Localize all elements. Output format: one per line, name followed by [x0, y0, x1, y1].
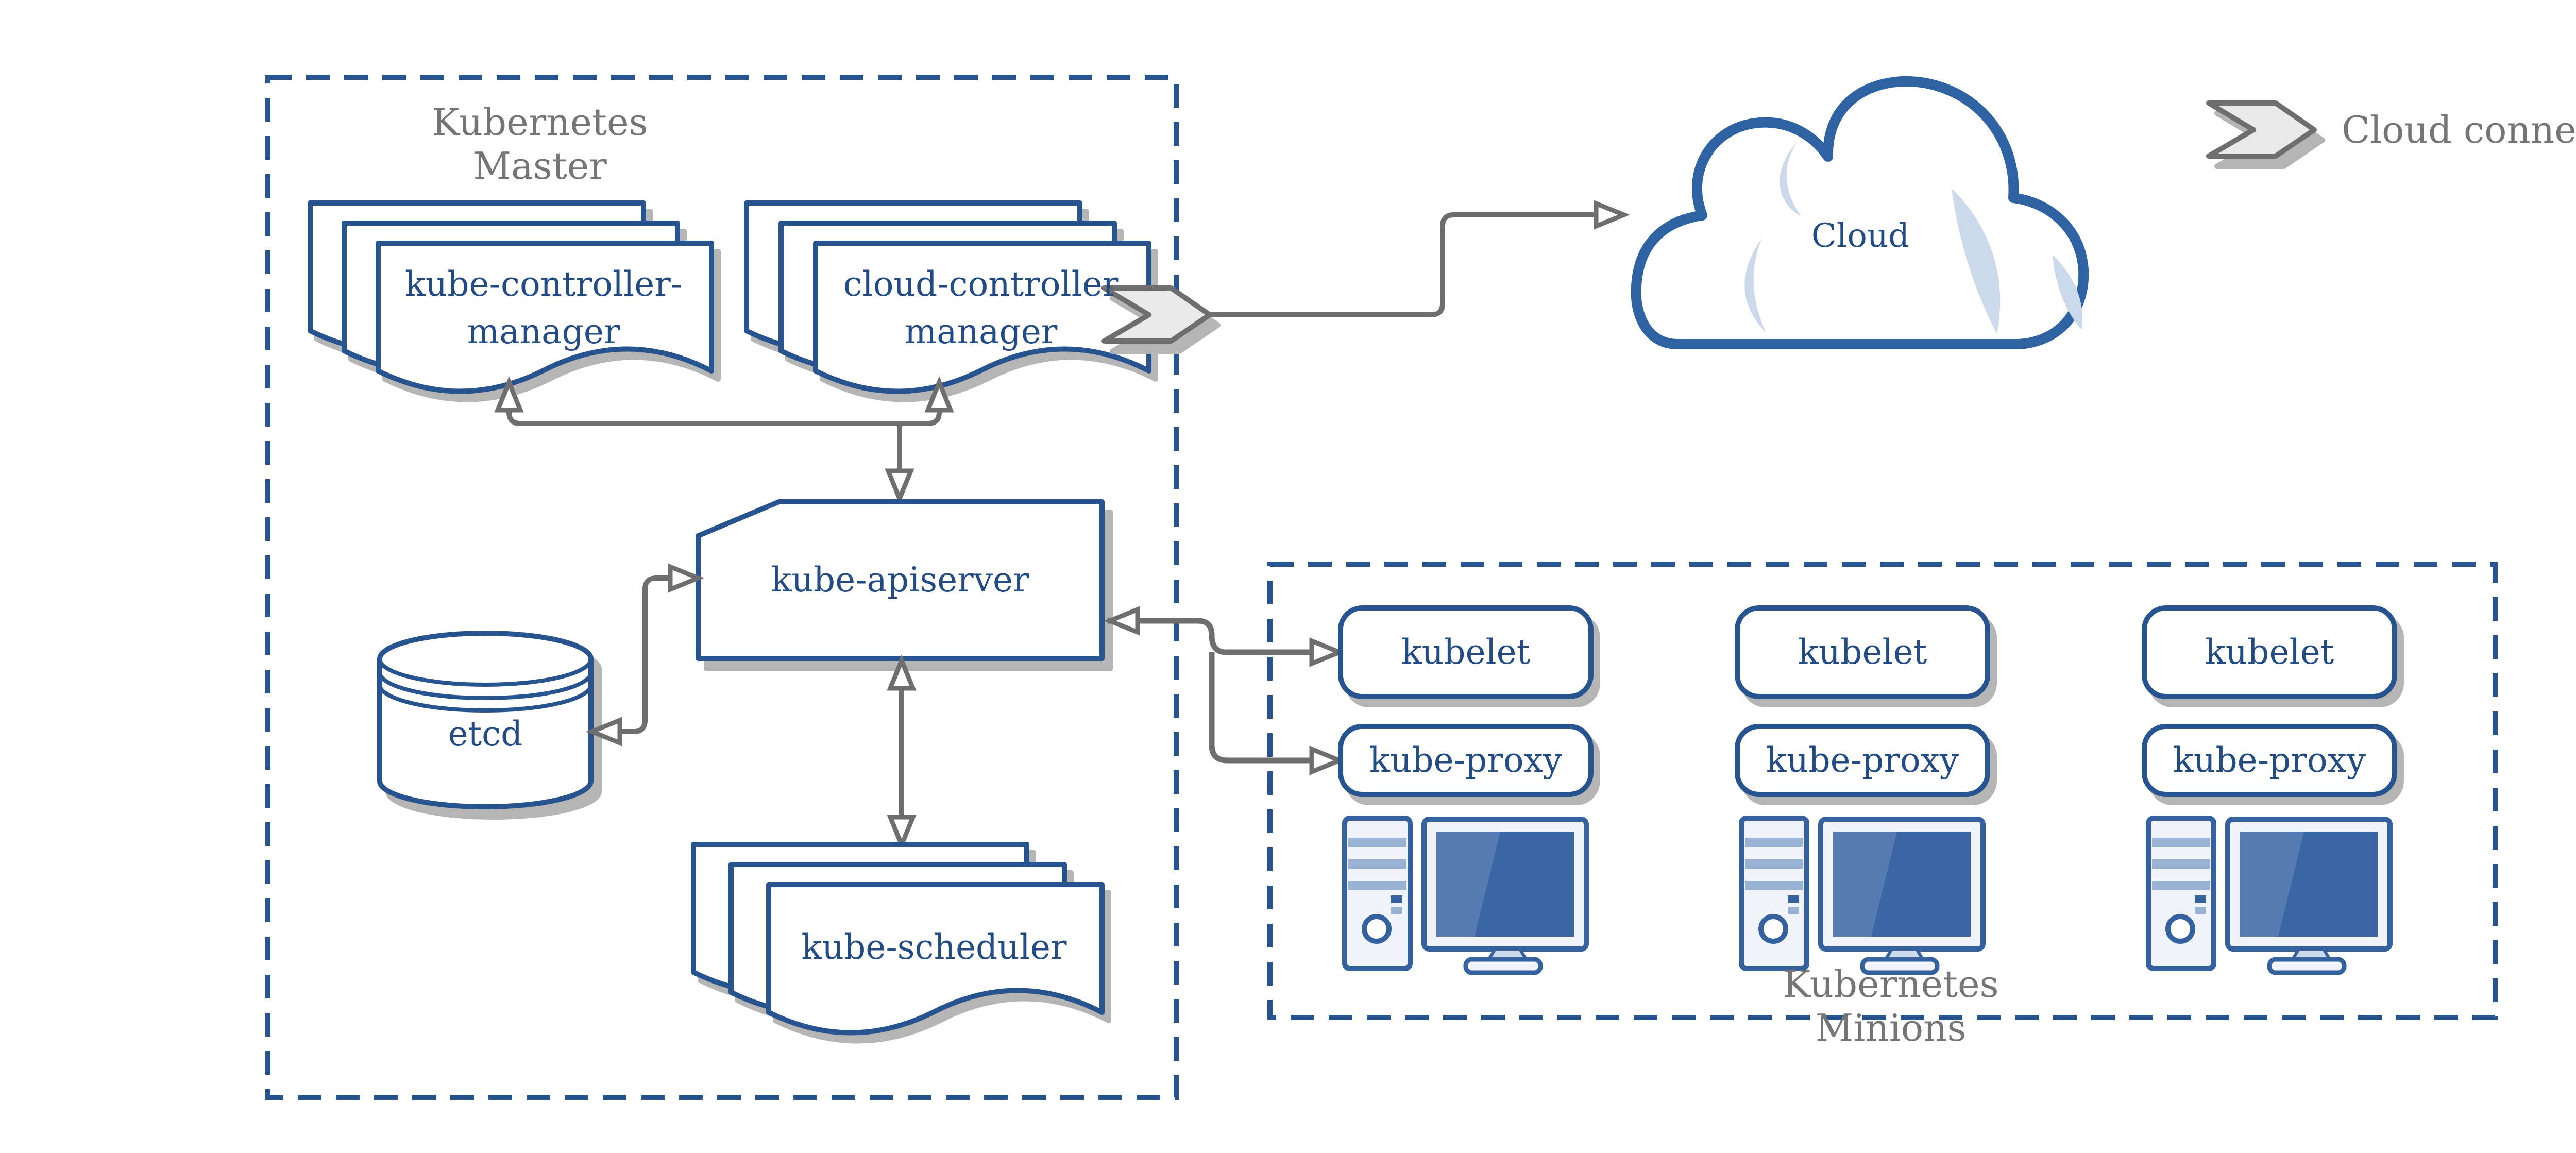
arrow-apiserver-scheduler — [890, 660, 913, 845]
legend-cloud-connector-icon — [2209, 103, 2314, 156]
kube-apiserver-label: kube-apiserver — [771, 560, 1029, 600]
kubelet-box-2 — [1735, 605, 1990, 699]
kube-proxy-box-3 — [2142, 724, 2397, 797]
minion-computer-icon-2 — [1741, 818, 1983, 973]
kubelet-box-3 — [2142, 605, 2397, 699]
kube-controller-manager-label-line1: kube-controller- — [404, 264, 683, 304]
kube-scheduler-label: kube-scheduler — [801, 927, 1067, 967]
kube-proxy-box-1 — [1338, 724, 1594, 797]
minion-node-2 — [1735, 605, 1990, 973]
cloud-controller-manager-label-line2: manager — [904, 312, 1058, 351]
kube-proxy-label-2: kube-proxy — [1766, 740, 1959, 780]
legend-cloud-connector-label: Cloud connector — [2342, 108, 2576, 151]
minion-node-1 — [1338, 605, 1594, 973]
arrow-cloud-controller-to-cloud — [1210, 212, 1596, 317]
arrow-apiserver-to-kubelet — [1108, 609, 1340, 664]
kubelet-label-2: kubelet — [1798, 632, 1927, 672]
etcd-label: etcd — [448, 714, 523, 754]
kubernetes-master-group-box — [265, 75, 1179, 1100]
arrow-apiserver-etcd — [592, 567, 698, 743]
arrow-apiserver-to-kube-proxy — [1209, 652, 1340, 772]
kubernetes-minions-group-box — [1267, 562, 2498, 1020]
kube-proxy-label-1: kube-proxy — [1369, 740, 1563, 780]
kube-proxy-label-3: kube-proxy — [2173, 740, 2366, 780]
minion-computer-icon-1 — [1345, 818, 1586, 973]
minion-node-3 — [2142, 605, 2397, 973]
kubelet-box-1 — [1338, 605, 1594, 699]
master-title-line2: Master — [473, 144, 607, 188]
kube-proxy-box-2 — [1735, 724, 1990, 797]
kube-apiserver-node — [696, 499, 1105, 661]
kubelet-label-3: kubelet — [2205, 632, 2334, 672]
kube-controller-manager-label-line2: manager — [467, 312, 620, 351]
cloud-controller-manager-label-line1: cloud-controller — [843, 264, 1119, 304]
minion-computer-icon-3 — [2148, 818, 2390, 973]
etcd-node — [377, 631, 594, 809]
kubelet-label-1: kubelet — [1401, 632, 1531, 672]
arrow-controllers-to-apiserver — [498, 382, 951, 499]
cloud-label: Cloud — [1811, 217, 1910, 255]
minions-title-line1: Kubernetes — [1783, 962, 1999, 1006]
arrowhead-into-cloud — [1596, 204, 1624, 226]
minions-title-line2: Minions — [1815, 1006, 1967, 1049]
cloud-icon — [1631, 76, 2089, 349]
master-title-line1: Kubernetes — [432, 100, 648, 144]
